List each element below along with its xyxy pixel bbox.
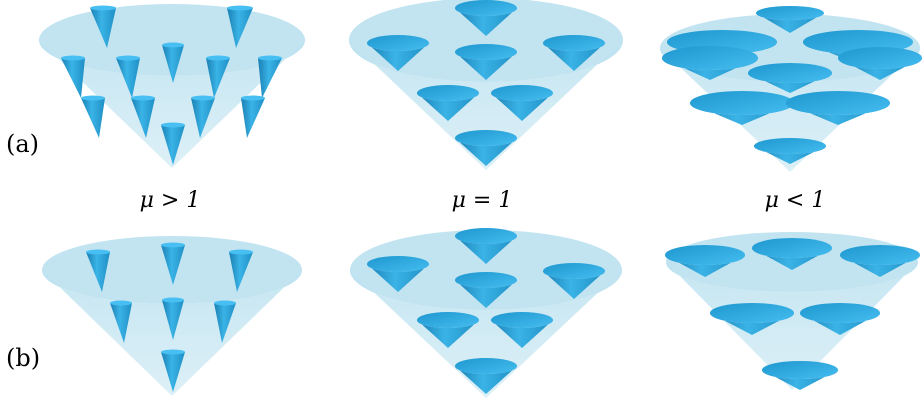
cup-cone-b-eq-5 xyxy=(491,312,553,348)
spike-cone-a-1 xyxy=(227,5,253,48)
cup-cone-a-eq-1 xyxy=(367,35,429,71)
spike-cone-b-0 xyxy=(86,249,110,292)
spike-cone-b-1 xyxy=(161,242,185,285)
spike-cone-a-0 xyxy=(90,5,116,48)
spike-cone-a-2 xyxy=(61,55,85,98)
spike-cone-a-10 xyxy=(241,95,265,138)
cup-cone-a-eq-0 xyxy=(455,0,517,36)
spike-cone-b-4 xyxy=(162,297,184,340)
spike-cone-b-6 xyxy=(161,349,185,392)
cup-cone-a-eq-2 xyxy=(455,44,517,80)
big-cone-a-eq xyxy=(349,0,623,170)
cup-cone-a-lt-3 xyxy=(748,63,832,93)
mu-label-less: μ < 1 xyxy=(764,188,826,213)
cup-cone-b-lt-1 xyxy=(752,238,832,270)
cup-cone-b-lt-5 xyxy=(762,361,838,390)
cup-cone-a-lt-5 xyxy=(838,47,922,80)
cup-cone-a-eq-4 xyxy=(417,85,479,121)
spike-cone-b-5 xyxy=(214,300,236,343)
cup-cone-b-lt-0 xyxy=(665,245,745,277)
spike-cone-a-9 xyxy=(191,95,215,138)
cup-cone-a-lt-6 xyxy=(690,91,794,125)
cup-cone-a-eq-6 xyxy=(455,130,517,166)
cup-cone-a-eq-3 xyxy=(543,35,605,71)
spike-cone-a-3 xyxy=(116,55,140,98)
cup-cone-a-lt-4 xyxy=(662,46,758,80)
cup-cone-b-eq-0 xyxy=(455,228,517,264)
mu-label-equal: μ = 1 xyxy=(451,188,513,213)
spike-cone-a-4 xyxy=(162,42,184,83)
spike-cone-a-7 xyxy=(81,95,105,138)
cup-cone-b-lt-3 xyxy=(710,303,794,335)
cup-cone-b-lt-4 xyxy=(800,303,880,335)
spike-cone-b-2 xyxy=(229,249,253,292)
cup-cone-b-lt-2 xyxy=(840,245,920,277)
spike-cone-b-3 xyxy=(110,300,132,343)
cup-cone-b-eq-2 xyxy=(455,272,517,308)
cup-cone-a-lt-8 xyxy=(754,138,826,164)
spike-cone-a-8 xyxy=(131,95,155,138)
row-label-b: (b) xyxy=(6,344,41,372)
cup-cone-a-lt-7 xyxy=(786,91,890,125)
spike-cone-a-11 xyxy=(161,122,185,165)
cup-cone-a-eq-5 xyxy=(491,85,553,121)
cup-cone-b-eq-1 xyxy=(367,256,429,292)
cup-cone-b-eq-6 xyxy=(455,358,517,394)
spike-cone-a-5 xyxy=(206,55,230,98)
cup-cone-b-eq-3 xyxy=(543,263,605,299)
row-label-a: (a) xyxy=(6,130,40,158)
cup-cone-b-eq-4 xyxy=(417,312,479,348)
spike-cone-a-6 xyxy=(258,55,282,98)
mu-label-greater: μ > 1 xyxy=(139,188,201,213)
cup-cone-a-lt-0 xyxy=(756,6,824,33)
big-cone-b-eq xyxy=(350,230,622,398)
